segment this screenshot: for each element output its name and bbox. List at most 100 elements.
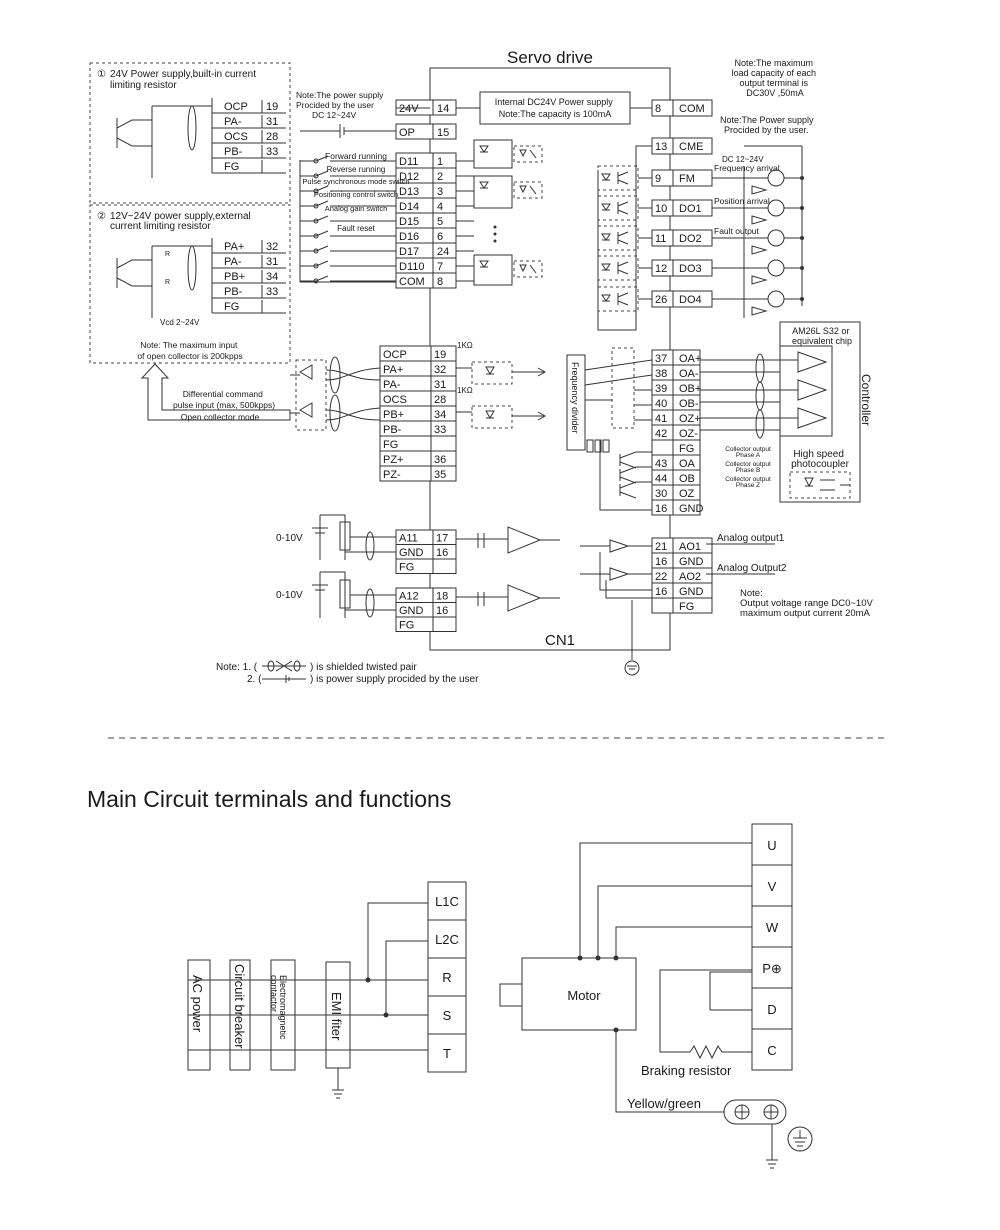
note-user-supply-left: Note:The power supply Procided by the us… bbox=[296, 90, 386, 120]
sec2-terminal-label: PB- bbox=[224, 286, 243, 298]
pulse-terminal-num: 35 bbox=[434, 469, 446, 481]
output-terminal-label: DO1 bbox=[679, 203, 702, 215]
main-left-terminal-label: L1C bbox=[435, 894, 459, 909]
note-user-supply-right: Note:The Power supply Procided by the us… bbox=[720, 115, 816, 135]
ai2-terminal-num: 18 bbox=[436, 591, 448, 603]
sec1-terminal-num: 28 bbox=[266, 131, 278, 143]
pulse-terminal-num: 19 bbox=[434, 349, 446, 361]
input-function-label: Fault reset bbox=[337, 224, 376, 233]
controller-label: Controller bbox=[859, 374, 873, 426]
earth-symbol-icon bbox=[787, 1126, 813, 1152]
volt-label-1: 0-10V bbox=[276, 533, 303, 544]
pulse-terminal-label: PZ+ bbox=[383, 454, 403, 466]
input-terminal-num: 3 bbox=[437, 186, 443, 198]
output-terminal-label: DO3 bbox=[679, 263, 702, 275]
sec2-terminal-label: PA- bbox=[224, 256, 242, 268]
pulse-optocouplers bbox=[456, 361, 547, 429]
output-terminal-num: 9 bbox=[655, 173, 661, 185]
sec2-terminal-label: FG bbox=[224, 301, 239, 313]
analog-out2-label: Analog Output2 bbox=[717, 563, 787, 574]
sec2-terminal-num: 34 bbox=[266, 271, 278, 283]
main-left-terminal-cell bbox=[427, 1033, 467, 1073]
chip-label: AM26L S32 or equivalent chip bbox=[792, 326, 852, 346]
output-terminal-label: DO2 bbox=[679, 233, 702, 245]
main-circuit-heading: Main Circuit terminals and functions bbox=[87, 786, 451, 812]
pulse-terminal-cell bbox=[379, 465, 457, 482]
pulse-terminal-num: 33 bbox=[434, 424, 446, 436]
input-function-label: Forward running bbox=[325, 151, 387, 161]
ground-screw-icon bbox=[734, 1104, 779, 1120]
breaker-label: Circuit breaker bbox=[232, 964, 247, 1049]
encoder-terminal-label: OA bbox=[679, 458, 696, 470]
freq-divider-box bbox=[566, 354, 586, 451]
encoder-terminal-label: OB+ bbox=[679, 383, 701, 395]
output-terminal-num: 8 bbox=[655, 103, 661, 115]
pulse-terminal-label: FG bbox=[383, 439, 398, 451]
analog-output-buffers bbox=[580, 539, 652, 599]
main-left-terminal-cell bbox=[427, 995, 467, 1035]
analog-output-num: 16 bbox=[655, 556, 667, 568]
pulse-terminal-num: 32 bbox=[434, 364, 446, 376]
ai1-terminal-label: A11 bbox=[399, 533, 418, 545]
input-terminal-label: D16 bbox=[399, 231, 419, 243]
encoder-terminal-label: OZ- bbox=[679, 428, 698, 440]
section2-title: ② 12V~24V power supply,external current … bbox=[97, 211, 254, 232]
output-terminal-label: COM bbox=[679, 103, 705, 115]
ai2-terminal-num: 16 bbox=[436, 605, 448, 617]
sec1-terminal-label: FG bbox=[224, 161, 239, 173]
analog-input-circuits bbox=[312, 514, 560, 618]
cn1-label: CN1 bbox=[545, 632, 575, 649]
main-left-wiring bbox=[188, 902, 428, 1099]
input-function-label: Reverse running bbox=[327, 165, 386, 174]
encoder-terminal-label: OZ bbox=[679, 488, 695, 500]
input-terminal-num: 6 bbox=[437, 231, 443, 243]
encoder-receivers bbox=[700, 351, 850, 491]
pulse-terminal-label: OCS bbox=[383, 394, 407, 406]
encoder-terminal-label: OB bbox=[679, 473, 695, 485]
input-terminal-num: 1 bbox=[437, 156, 443, 168]
input-terminal-num: 24 bbox=[437, 246, 449, 258]
pulse-terminal-num: 31 bbox=[434, 379, 446, 391]
section2-frame bbox=[89, 204, 291, 364]
r-label-1: R bbox=[165, 251, 170, 258]
output-terminal-label: DO4 bbox=[679, 294, 702, 306]
input-terminal-label: D12 bbox=[399, 171, 419, 183]
input-function-label: Analog gain switch bbox=[325, 204, 388, 213]
analog-output-label: GND bbox=[679, 556, 704, 568]
input-terminal-num: 4 bbox=[437, 201, 443, 213]
output-terminal-cell bbox=[651, 99, 713, 117]
sec1-terminal-label: PA- bbox=[224, 116, 242, 128]
main-right-terminal-label: W bbox=[766, 920, 779, 935]
pulse-terminal-label: PB+ bbox=[383, 409, 404, 421]
res-1k-label-1: 1KΩ bbox=[457, 341, 473, 350]
sec2-terminal-label: PA+ bbox=[224, 241, 244, 253]
pulse-terminal-num: 28 bbox=[434, 394, 446, 406]
input-terminal-num: 8 bbox=[437, 276, 443, 288]
main-left-terminal-label: S bbox=[443, 1008, 452, 1023]
ai1-terminal-cell bbox=[395, 558, 457, 574]
sec2-terminal-num: 33 bbox=[266, 286, 278, 298]
input-terminal-label: D11 bbox=[399, 156, 418, 168]
sec1-terminal-label: OCS bbox=[224, 131, 248, 143]
analog-output-num: 16 bbox=[655, 586, 667, 598]
open-collector-arrow-icon bbox=[140, 363, 291, 421]
analog-output-cell bbox=[651, 597, 713, 614]
motor-shaft bbox=[499, 983, 523, 1007]
output-terminal-label: FM bbox=[679, 173, 695, 185]
pulse-terminal-num: 34 bbox=[434, 409, 446, 421]
analog-note: Note: Output voltage range DC0~10V maxim… bbox=[740, 588, 875, 619]
encoder-terminal-num: 16 bbox=[655, 503, 667, 515]
input-terminal-label: D13 bbox=[399, 186, 419, 198]
ground-symbol-icon bbox=[624, 660, 640, 676]
input-terminal-label: D17 bbox=[399, 246, 419, 258]
